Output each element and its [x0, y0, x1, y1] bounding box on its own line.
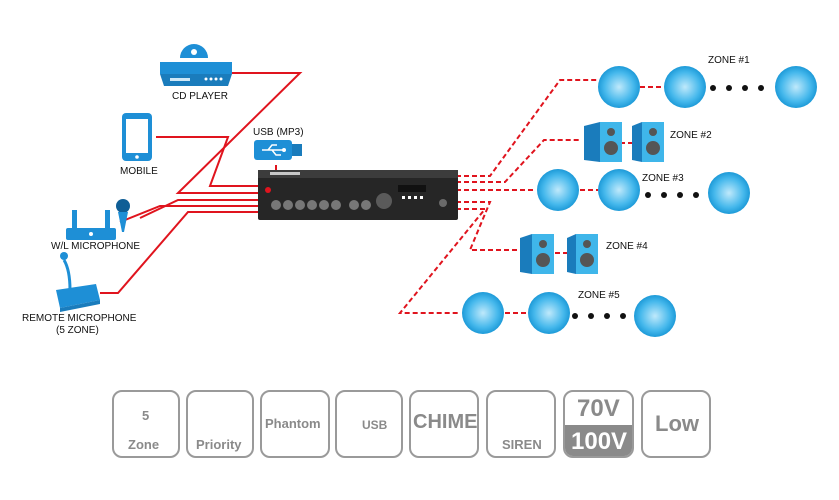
feature-badge-low: Low	[641, 390, 711, 458]
wire-zone-4	[456, 201, 518, 251]
wire-wl-microphone	[139, 199, 265, 219]
amplifier-buttons	[402, 196, 423, 199]
siren-text: SIREN	[502, 437, 542, 452]
box-speaker-icon	[567, 234, 598, 274]
feature-badge-zone: 5 Zone	[112, 390, 180, 458]
priority-text: Priority	[196, 437, 242, 452]
wireless-microphone-icon	[66, 199, 130, 240]
ceiling-speaker-icon	[634, 295, 676, 337]
ceiling-speaker-icon	[775, 66, 817, 108]
box-speaker-icon	[520, 234, 554, 274]
mobile-label: MOBILE	[120, 166, 158, 177]
zone-1-label: ZONE #1	[708, 55, 750, 66]
wire-mobile	[156, 136, 265, 187]
input-wires	[100, 72, 303, 294]
ceiling-speaker-icon	[598, 66, 640, 108]
low-text: Low	[655, 411, 699, 436]
voltage-100v-band: 100V	[565, 425, 632, 456]
zone-4-label: ZONE #4	[606, 241, 648, 252]
remote-microphone-icon	[56, 252, 100, 312]
zone-2-label: ZONE #2	[670, 130, 712, 141]
ceiling-speaker-icon	[664, 66, 706, 108]
phantom-text: Phantom	[265, 416, 321, 431]
box-speaker-icon	[584, 122, 622, 162]
usb-label: USB (MP3)	[253, 127, 304, 138]
ceiling-speaker-icon	[708, 172, 750, 214]
cd-player-label: CD PLAYER	[172, 91, 228, 102]
feature-badge-chime: CHIME	[409, 390, 479, 458]
voltage-70v-text: 70V	[577, 395, 620, 422]
zone-text: Zone	[128, 437, 160, 452]
ceiling-speaker-icon	[528, 292, 570, 334]
feature-badge-usb: USB	[335, 390, 403, 458]
zone-3-label: ZONE #3	[642, 173, 684, 184]
usb-stick-icon	[254, 140, 302, 160]
wire-zone-1	[456, 79, 598, 177]
amplifier-unit	[258, 170, 458, 220]
wire-zone-5	[397, 208, 488, 314]
amplifier-knobs	[271, 200, 371, 210]
usb-badge-text: USB	[362, 418, 388, 432]
continuation-dots	[572, 85, 764, 319]
wire-cd-player	[175, 72, 303, 194]
box-speaker-icon	[632, 122, 664, 162]
ceiling-speakers	[462, 66, 817, 337]
mobile-phone-icon	[122, 113, 152, 161]
wl-microphone-label: W/L MICROPHONE	[51, 241, 141, 252]
cd-player-icon	[160, 44, 232, 86]
feature-badge-priority: Priority	[186, 390, 254, 458]
ceiling-speaker-icon	[598, 169, 640, 211]
ceiling-speaker-icon	[462, 292, 504, 334]
wire-remote-mic	[100, 211, 265, 294]
wire-zone-2	[456, 139, 580, 183]
zone-5-label: ZONE #5	[578, 290, 620, 301]
remote-mic-sublabel: (5 ZONE)	[56, 325, 99, 336]
feature-badge-siren: SIREN	[486, 390, 556, 458]
zone-count: 5	[142, 408, 150, 423]
box-speakers	[520, 122, 664, 274]
feature-badge-phantom: Phantom	[260, 390, 330, 458]
remote-mic-label: REMOTE MICROPHONE	[22, 313, 137, 324]
feature-badge-voltage: 70V 100V	[563, 390, 634, 458]
wire-wl-microphone-2	[119, 205, 265, 223]
ceiling-speaker-icon	[537, 169, 579, 211]
voltage-100v-text: 100V	[571, 428, 628, 455]
chime-text: CHIME	[413, 411, 478, 433]
zone-wires	[397, 79, 663, 314]
